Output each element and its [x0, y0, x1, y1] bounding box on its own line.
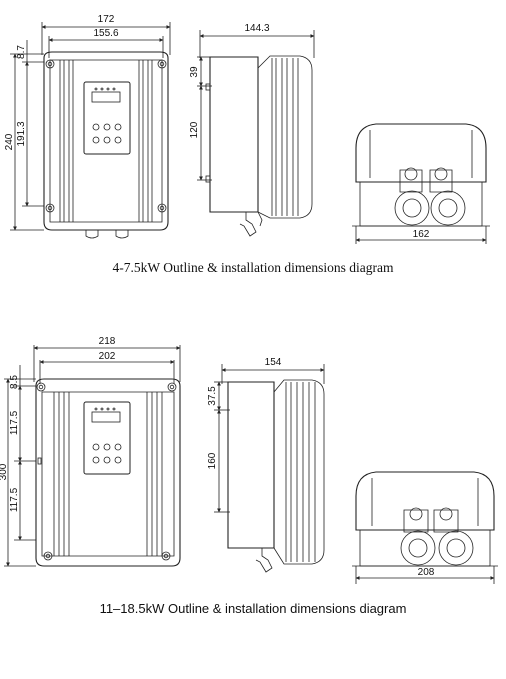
top-front-height-inner-label: 191.3: [16, 121, 27, 146]
top-side-height-label: 120: [189, 121, 200, 138]
bottom-side-depth-label: 154: [265, 357, 282, 368]
top-front-height-outer-label: 240: [4, 133, 15, 150]
bottom-side-height-label: 160: [207, 452, 218, 469]
top-side-top-offset-label: 39: [189, 66, 200, 78]
top-side-view: [197, 30, 315, 237]
top-side-depth-label: 144.3: [244, 23, 269, 34]
top-bottom-width-label: 162: [413, 229, 430, 240]
top-diagram-caption: 4-7.5kW Outline & installation dimension…: [112, 260, 394, 275]
top-front-view: [10, 22, 171, 239]
top-bottom-view: [352, 123, 490, 244]
bottom-bottom-view: [352, 471, 498, 584]
bottom-front-width-inner-label: 202: [99, 351, 116, 362]
bottom-front-view: [4, 345, 181, 567]
bottom-front-height-outer-label: 300: [0, 463, 9, 480]
bottom-front-segment-upper-label: 117.5: [9, 410, 20, 435]
top-front-width-inner-label: 155.6: [93, 28, 118, 39]
bottom-bottom-width-label: 208: [418, 567, 435, 578]
bottom-diagram-caption: 11–18.5kW Outline & installation dimensi…: [99, 601, 407, 616]
bottom-side-top-offset-label: 37.5: [207, 386, 218, 406]
bottom-front-top-offset-label: 8.5: [9, 375, 20, 389]
bottom-side-view: [214, 364, 325, 573]
top-front-top-offset-label: 8.7: [16, 45, 27, 59]
bottom-front-segment-lower-label: 117.5: [9, 487, 20, 512]
bottom-front-width-outer-label: 218: [99, 336, 116, 347]
top-front-width-outer-label: 172: [98, 14, 115, 25]
